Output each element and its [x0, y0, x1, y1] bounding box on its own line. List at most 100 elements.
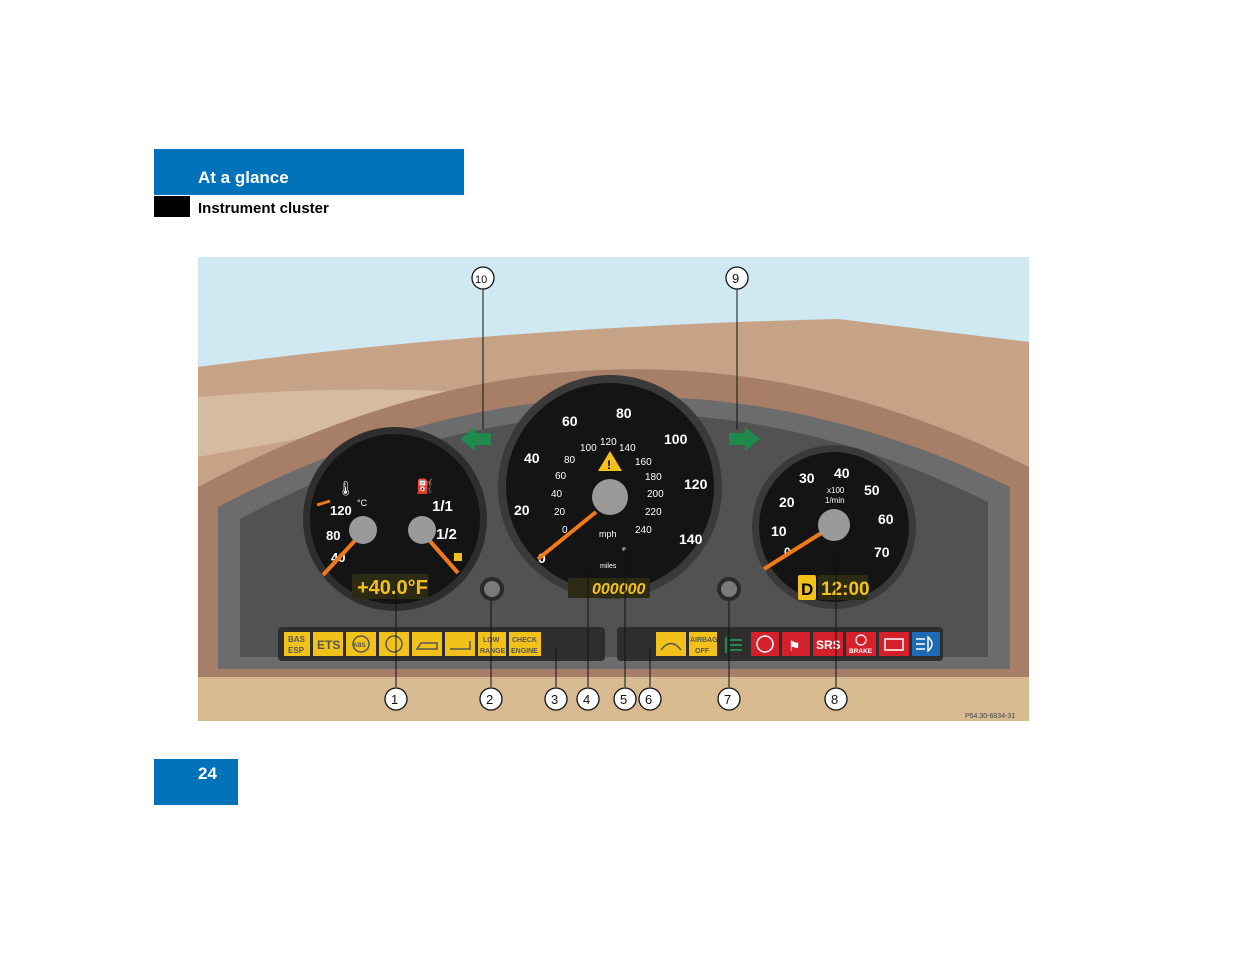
callout-2: 2: [486, 692, 493, 707]
page-number-box: [154, 759, 238, 805]
subsection-title: Instrument cluster: [198, 200, 329, 217]
tachometer: 0 10 20 30 40 50 60 70 x100 1/min D 12:0…: [752, 445, 916, 609]
section-header-bar: [154, 149, 464, 195]
kmh-tick-180: 180: [645, 472, 662, 483]
indicator-lamps-right: AIRBAG OFF ⚑ SRS BRAKE: [656, 632, 940, 656]
fuel-tick-half: 1/2: [436, 526, 457, 543]
rpm-tick-30: 30: [799, 470, 815, 486]
mph-tick-100: 100: [664, 431, 688, 447]
seatbelt-icon: ⚑: [788, 638, 801, 654]
indicator-battery: [879, 632, 909, 656]
svg-text:BAS: BAS: [288, 635, 306, 644]
svg-text:BRAKE: BRAKE: [849, 648, 873, 655]
battery-icon: [884, 638, 904, 651]
callout-1: 1: [391, 692, 398, 707]
svg-text:SRS: SRS: [816, 638, 841, 652]
kmh-tick-80: 80: [564, 455, 576, 466]
speedometer-hub: [592, 479, 628, 515]
kmh-tick-140: 140: [619, 443, 636, 454]
abs-icon: [352, 635, 370, 653]
temp-tick-120: 120: [330, 503, 352, 518]
odometer-display: 000000: [592, 581, 645, 598]
callout-markers: 1 2 3 4 5 6 7 8 9 10: [384, 266, 848, 711]
temp-tick-80: 80: [326, 528, 340, 543]
callout-8: 8: [831, 692, 838, 707]
indicator-brake: [846, 632, 876, 656]
mph-tick-140: 140: [679, 531, 703, 547]
svg-text:!: !: [607, 458, 611, 472]
temp-hub: [349, 516, 377, 544]
svg-text:OFF: OFF: [695, 648, 710, 655]
washer-fluid-icon: [660, 642, 682, 651]
svg-text:ETS: ETS: [317, 638, 340, 652]
kmh-tick-160: 160: [635, 457, 652, 468]
mph-tick-60: 60: [562, 413, 578, 429]
callout-10: 10: [475, 274, 487, 286]
mph-tick-40: 40: [524, 450, 540, 466]
callout-6: 6: [645, 692, 652, 707]
mph-tick-20: 20: [514, 502, 530, 518]
kmh-tick-200: 200: [647, 489, 664, 500]
callout-7: 7: [724, 692, 731, 707]
kmh-tick-40: 40: [551, 489, 563, 500]
speedometer-needle: [536, 510, 598, 561]
svg-text:CHECK: CHECK: [512, 637, 537, 644]
kmh-tick-240: 240: [635, 525, 652, 536]
indicator-bas-esp: [284, 632, 310, 656]
kmh-tick-0: 0: [562, 525, 568, 536]
rpm-tick-20: 20: [779, 494, 795, 510]
turn-signal-left-icon: [460, 427, 491, 451]
fuel-pump-icon: ⛽: [416, 478, 433, 495]
temp-unit: °C: [357, 498, 368, 508]
fog-lamp-icon: [725, 637, 742, 653]
fuel-hub: [408, 516, 436, 544]
brake-circle-icon: [855, 634, 867, 646]
tachometer-hub: [818, 509, 850, 541]
brake-warning-icon: [385, 635, 403, 653]
kmh-tick-100: 100: [580, 443, 597, 454]
steering-icon: [756, 635, 774, 653]
kmh-tick-120: 120: [600, 437, 617, 448]
figure-reference: P54.30-6834-31: [965, 713, 1015, 720]
callout-4: 4: [583, 692, 590, 707]
rpm-tick-70: 70: [874, 544, 890, 560]
odometer-unit-label: miles: [600, 563, 617, 570]
indicator-low-range: [478, 632, 506, 656]
rpm-unit-label: x100: [827, 486, 845, 495]
coolant-reservoir-icon: [450, 641, 471, 650]
kmh-tick-220: 220: [645, 507, 662, 518]
callout-3: 3: [551, 692, 558, 707]
svg-text:ESP: ESP: [288, 646, 305, 655]
instrument-cluster-figure: 120 °C 80 40 🌡 ⛽ 1/1 1/2 +40.0°F 0 20 40…: [198, 257, 1029, 721]
indicator-ets: [313, 632, 343, 656]
indicator-seatbelt: [782, 632, 810, 656]
mph-tick-120: 120: [684, 476, 708, 492]
high-beam-icon: [916, 635, 933, 653]
temp-fuel-gauge: 120 °C 80 40 🌡 ⛽ 1/1 1/2 +40.0°F: [303, 427, 487, 611]
outside-temp-display: +40.0°F: [357, 577, 428, 599]
gear-display: D: [801, 580, 813, 599]
tachometer-needle: [762, 530, 825, 571]
svg-text:ABS: ABS: [353, 643, 366, 649]
speedometer: 0 20 40 60 80 100 120 140 0 20 40 60 80 …: [498, 375, 722, 599]
kmh-tick-20: 20: [554, 507, 566, 518]
svg-text:RANGE: RANGE: [480, 648, 506, 655]
svg-text:AIRBAG: AIRBAG: [690, 637, 718, 644]
rpm-tick-50: 50: [864, 482, 880, 498]
fuel-tick-full: 1/1: [432, 498, 453, 515]
clock-display: 12:00: [821, 579, 870, 600]
svg-text:ENGINE: ENGINE: [511, 648, 538, 655]
coolant-temp-icon: 🌡: [337, 480, 355, 496]
subsection-marker: [154, 196, 190, 217]
section-title: At a glance: [198, 168, 289, 187]
speed-unit-label: mph: [599, 529, 617, 539]
callout-leaders: [395, 289, 837, 687]
callout-5: 5: [620, 692, 627, 707]
warning-triangle-icon: [598, 451, 622, 471]
indicator-check-engine: [509, 632, 541, 656]
page-number: 24: [198, 764, 217, 783]
rpm-tick-60: 60: [878, 511, 894, 527]
mph-tick-80: 80: [616, 405, 632, 421]
rpm-tick-40: 40: [834, 465, 850, 481]
rpm-unit-label-2: 1/min: [825, 496, 845, 505]
